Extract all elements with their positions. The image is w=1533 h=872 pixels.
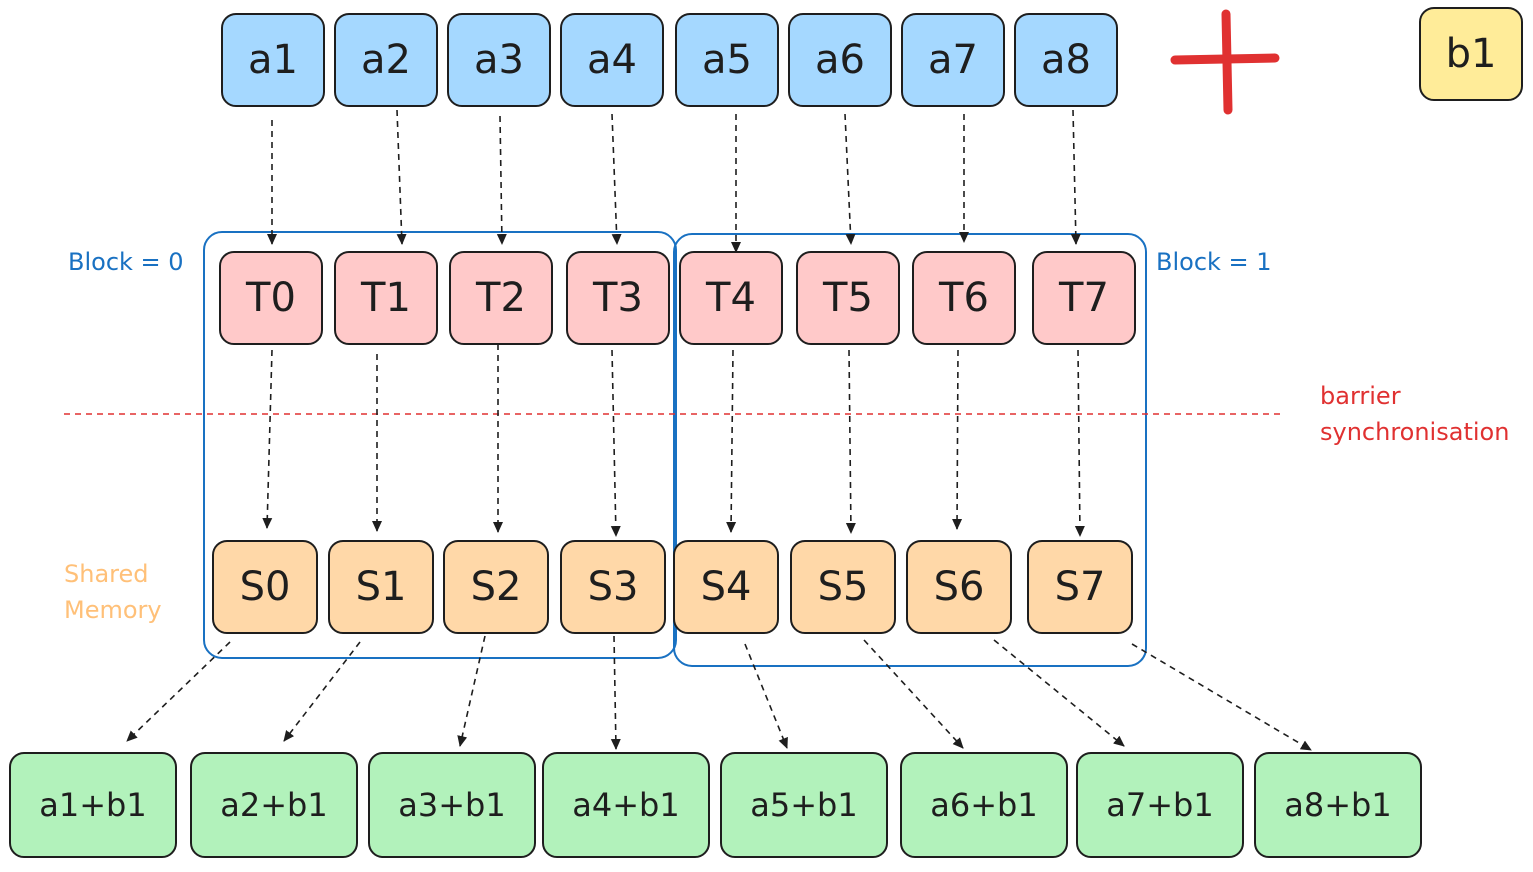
shared-label-2: S1: [356, 564, 407, 610]
thread-label-8: T7: [1058, 275, 1109, 321]
scalar-b1: b1: [1419, 7, 1523, 101]
shared-to-result-arrow-8: [1131, 643, 1312, 751]
thread-box-5: T4: [679, 251, 783, 345]
input-label-4: a4: [587, 37, 637, 83]
plus-icon: [1170, 9, 1280, 115]
thread-to-shared-arrow-7: [952, 349, 963, 530]
input-label-6: a6: [815, 37, 865, 83]
thread-label-3: T2: [475, 275, 526, 321]
shared-box-7: S6: [906, 540, 1012, 634]
shared-to-result-arrow-7: [993, 639, 1125, 747]
thread-box-2: T1: [334, 251, 438, 345]
shared-to-result-arrow-1: [126, 641, 231, 742]
thread-label-7: T6: [938, 275, 989, 321]
input-box-3: a3: [447, 13, 551, 107]
input-label-2: a2: [361, 37, 411, 83]
thread-label-5: T4: [705, 275, 756, 321]
shared-to-result-arrow-2: [283, 641, 361, 742]
result-label-7: a7+b1: [1106, 786, 1213, 824]
thread-box-3: T2: [449, 251, 553, 345]
thread-to-shared-arrow-8: [1074, 349, 1085, 537]
shared-label-6: S5: [818, 564, 869, 610]
thread-to-shared-arrow-4: [610, 349, 621, 537]
arrows-layer: [126, 109, 1312, 751]
thread-label-1: T0: [245, 275, 296, 321]
result-box-5: a5+b1: [720, 752, 888, 858]
shared-label-7: S6: [934, 564, 985, 610]
thread-label-4: T3: [592, 275, 643, 321]
result-label-2: a2+b1: [220, 786, 327, 824]
shared-label-5: S4: [701, 564, 752, 610]
input-to-thread-arrow-8: [1070, 109, 1081, 245]
input-box-7: a7: [901, 13, 1005, 107]
result-box-7: a7+b1: [1076, 752, 1244, 858]
shared-box-8: S7: [1027, 540, 1133, 634]
shared-to-result-arrow-6: [863, 639, 964, 749]
thread-box-1: T0: [219, 251, 323, 345]
block-0-label: Block = 0: [68, 248, 184, 276]
shared-box-2: S1: [328, 540, 434, 634]
shared-box-3: S2: [443, 540, 549, 634]
result-box-1: a1+b1: [9, 752, 177, 858]
shared-box-4: S3: [560, 540, 666, 634]
shared-memory-label-line1: Shared: [64, 560, 149, 588]
shared-label-3: S2: [471, 564, 522, 610]
block-0-outline: [203, 231, 677, 659]
input-label-3: a3: [474, 37, 524, 83]
input-box-4: a4: [560, 13, 664, 107]
thread-box-4: T3: [566, 251, 670, 345]
shared-label-8: S7: [1055, 564, 1106, 610]
scalar-label: b1: [1446, 31, 1497, 77]
result-label-4: a4+b1: [572, 786, 679, 824]
thread-label-2: T1: [360, 275, 411, 321]
shared-box-5: S4: [673, 540, 779, 634]
shared-to-result-arrow-4: [610, 635, 621, 750]
thread-to-shared-arrow-5: [726, 349, 737, 533]
result-box-4: a4+b1: [542, 752, 710, 858]
input-to-thread-arrow-2: [396, 109, 407, 245]
block-1-outline: [673, 233, 1147, 667]
shared-box-1: S0: [212, 540, 318, 634]
input-box-5: a5: [675, 13, 779, 107]
block-1-label: Block = 1: [1156, 248, 1272, 276]
barrier-label-line2: synchronisation: [1320, 418, 1509, 446]
input-box-2: a2: [334, 13, 438, 107]
thread-label-6: T5: [822, 275, 873, 321]
input-to-thread-arrow-3: [496, 115, 507, 245]
shared-to-result-arrow-5: [744, 643, 788, 749]
input-box-1: a1: [221, 13, 325, 107]
result-box-2: a2+b1: [190, 752, 358, 858]
input-label-1: a1: [248, 37, 298, 83]
result-label-5: a5+b1: [750, 786, 857, 824]
input-label-8: a8: [1041, 37, 1091, 83]
barrier-label-line1: barrier: [1320, 382, 1401, 410]
input-to-thread-arrow-6: [844, 113, 856, 245]
result-label-1: a1+b1: [39, 786, 146, 824]
thread-box-7: T6: [912, 251, 1016, 345]
input-label-7: a7: [928, 37, 978, 83]
thread-to-shared-arrow-6: [845, 349, 856, 534]
input-box-8: a8: [1014, 13, 1118, 107]
result-label-6: a6+b1: [930, 786, 1037, 824]
shared-to-result-arrow-3: [457, 635, 486, 747]
thread-box-8: T7: [1032, 251, 1136, 345]
result-label-8: a8+b1: [1284, 786, 1391, 824]
thread-box-6: T5: [796, 251, 900, 345]
shared-label-4: S3: [588, 564, 639, 610]
shared-memory-label-line2: Memory: [64, 596, 162, 624]
input-to-thread-arrow-4: [611, 113, 622, 245]
result-box-6: a6+b1: [900, 752, 1068, 858]
shared-label-1: S0: [240, 564, 291, 610]
thread-to-shared-arrow-1: [262, 349, 273, 529]
result-label-3: a3+b1: [398, 786, 505, 824]
input-label-5: a5: [702, 37, 752, 83]
result-box-8: a8+b1: [1254, 752, 1422, 858]
input-box-6: a6: [788, 13, 892, 107]
shared-box-6: S5: [790, 540, 896, 634]
result-box-3: a3+b1: [368, 752, 536, 858]
